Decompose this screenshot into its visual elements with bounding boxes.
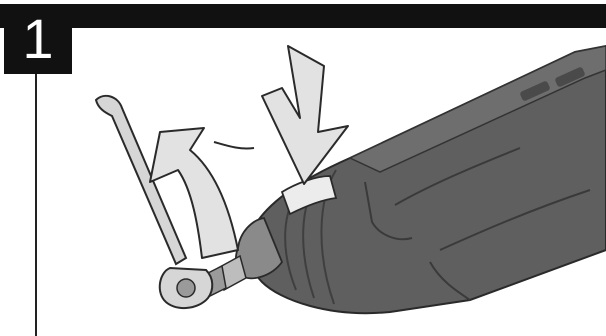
step-number-badge: 1 [4,4,72,74]
step-header-bar [0,4,606,28]
step-number: 1 [22,11,53,67]
frame-divider-line [35,74,37,336]
curved-arrow-icon [150,128,238,258]
down-arrow-icon [262,46,348,184]
